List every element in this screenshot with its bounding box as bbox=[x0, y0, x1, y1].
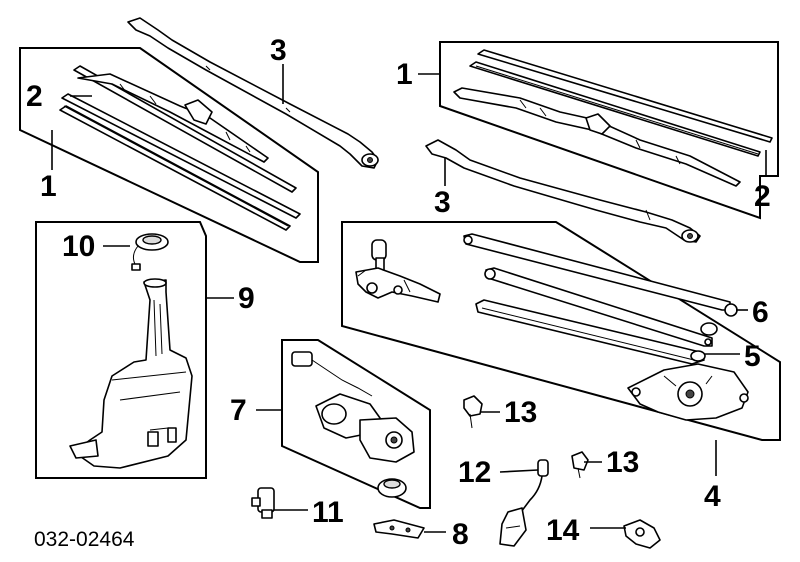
linkage-group bbox=[341, 221, 781, 441]
right-wiper-blade-icon bbox=[453, 49, 773, 187]
callout-13-lower: 13 bbox=[606, 446, 639, 479]
callout-11: 11 bbox=[312, 496, 344, 529]
left-wiper-arm-icon bbox=[127, 17, 379, 169]
reservoir-tank-icon bbox=[69, 278, 193, 469]
bracket-8-icon bbox=[373, 519, 425, 539]
clip-13-upper-icon bbox=[463, 395, 483, 429]
callout-10: 10 bbox=[62, 230, 95, 263]
right-wiper-arm-icon bbox=[425, 139, 701, 243]
callout-9: 9 bbox=[238, 282, 255, 315]
clip-13-lower-icon bbox=[571, 451, 589, 479]
left-blade-panel bbox=[19, 47, 319, 263]
left-wiper-blade-icon bbox=[59, 65, 301, 231]
link-rod-middle-icon bbox=[484, 267, 713, 347]
washer-reservoir-group bbox=[35, 221, 207, 479]
callout-2-right: 2 bbox=[754, 180, 771, 213]
callout-6: 6 bbox=[752, 296, 769, 329]
pivot-assembly-icon bbox=[355, 239, 441, 303]
callout-5: 5 bbox=[744, 340, 761, 373]
motor-group bbox=[281, 339, 431, 509]
callout-4: 4 bbox=[704, 480, 721, 513]
reservoir-cap-icon bbox=[131, 233, 169, 271]
linkage-panel bbox=[341, 221, 781, 441]
callout-3-left: 3 bbox=[270, 34, 287, 67]
hose-12-icon bbox=[499, 459, 549, 547]
diagram-code: 032-02464 bbox=[34, 528, 135, 551]
right-blade-panel bbox=[439, 41, 779, 220]
wiper-motor-icon bbox=[291, 351, 415, 498]
leader-lines bbox=[51, 64, 767, 533]
callout-3-right: 3 bbox=[434, 186, 451, 219]
callout-8: 8 bbox=[452, 518, 469, 551]
callout-14: 14 bbox=[546, 514, 580, 547]
left-wiper-blade-group bbox=[19, 47, 319, 263]
reservoir-panel bbox=[35, 221, 207, 479]
callout-13-upper: 13 bbox=[504, 396, 537, 429]
nozzle-14-icon bbox=[623, 519, 661, 549]
motor-bracket-icon bbox=[627, 363, 749, 421]
right-wiper-blade-group bbox=[439, 41, 779, 220]
callouts: 3 2 1 1 2 3 10 9 6 5 4 7 13 13 12 11 8 1… bbox=[26, 34, 771, 551]
link-rod-lower-icon bbox=[475, 299, 706, 365]
callout-12: 12 bbox=[458, 456, 491, 489]
callout-2-left: 2 bbox=[26, 80, 43, 113]
callout-7: 7 bbox=[230, 394, 247, 427]
connector-11-icon bbox=[251, 487, 275, 519]
callout-1-right: 1 bbox=[396, 58, 413, 91]
callout-1-left: 1 bbox=[40, 170, 57, 203]
motor-panel bbox=[281, 339, 431, 509]
